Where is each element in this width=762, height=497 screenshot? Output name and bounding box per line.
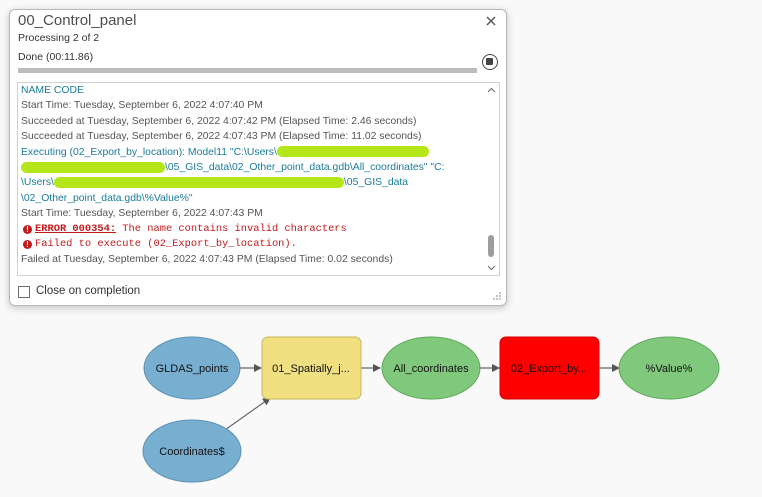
log-exec-text: \05_GIS_data\02_Other_point_data.gdb\All… — [165, 162, 445, 174]
error-icon: ! — [23, 224, 32, 234]
log-line: Succeeded at Tuesday, September 6, 2022 … — [21, 131, 422, 143]
node-value-label: %Value% — [646, 363, 693, 375]
log-line: Start Time: Tuesday, September 6, 2022 4… — [21, 208, 263, 220]
log-exec-text: \Users\ — [21, 177, 54, 189]
log-exec-line: Executing (02_Export_by_location): Model… — [21, 145, 483, 160]
progress-bar — [18, 68, 477, 73]
node-allcoords-label: All_coordinates — [393, 363, 469, 375]
error-message: Failed to execute (02_Export_by_location… — [35, 238, 297, 251]
node-spatial-label: 01_Spatially_j... — [272, 363, 350, 375]
log-line: Succeeded at Tuesday, September 6, 2022 … — [21, 115, 417, 127]
log-line: Start Time: Tuesday, September 6, 2022 4… — [21, 100, 263, 112]
node-coords-label: Coordinates$ — [159, 446, 224, 458]
progress-dialog: 00_Control_panel Processing 2 of 2 Done … — [9, 9, 507, 306]
node-value[interactable]: %Value% — [618, 336, 720, 400]
status-text: Done (00:11.86) — [18, 51, 94, 63]
error-line: !Failed to execute (02_Export_by_locatio… — [21, 237, 483, 252]
resize-grip-icon[interactable] — [492, 291, 502, 301]
error-message: The name contains invalid characters — [116, 222, 347, 235]
error-code-link[interactable]: ERROR 000354: — [35, 222, 117, 235]
scrollbar-thumb[interactable] — [488, 235, 494, 257]
progress-fill — [18, 68, 477, 73]
messages-panel[interactable]: NAME CODE Start Time: Tuesday, September… — [17, 82, 500, 276]
node-all-coordinates[interactable]: All_coordinates — [381, 336, 481, 400]
node-gldas-label: GLDAS_points — [156, 363, 229, 375]
error-icon: ! — [23, 240, 32, 250]
chevron-up-icon[interactable] — [487, 86, 496, 95]
processing-count: Processing 2 of 2 — [18, 32, 100, 44]
dialog-title: 00_Control_panel — [18, 12, 137, 29]
log-exec-line: \05_GIS_data\02_Other_point_data.gdb\All… — [21, 160, 483, 175]
vertical-scrollbar[interactable] — [484, 83, 499, 275]
node-gldas-points[interactable]: GLDAS_points — [143, 336, 241, 400]
redaction-mark — [53, 177, 344, 189]
log-exec-line: \02_Other_point_data.gdb\%Value%" — [21, 192, 193, 204]
stop-icon[interactable] — [482, 54, 498, 70]
redaction-mark — [21, 161, 165, 173]
connector-coords-to-spatial — [224, 397, 271, 431]
close-on-completion-label[interactable]: Close on completion — [36, 285, 141, 297]
node-export-label: 02_Export_by... — [511, 363, 587, 375]
log-exec-text: \05_GIS_data — [343, 177, 409, 189]
close-on-completion-checkbox[interactable] — [18, 286, 30, 298]
redaction-mark — [276, 146, 429, 158]
node-spatially-join[interactable]: 01_Spatially_j... — [261, 336, 362, 400]
chevron-down-icon[interactable] — [487, 263, 496, 272]
log-exec-text: Executing (02_Export_by_location): Model… — [21, 146, 277, 158]
log-header: NAME CODE — [21, 85, 84, 96]
error-line: !ERROR 000354: The name contains invalid… — [21, 222, 483, 237]
log-line: Failed at Tuesday, September 6, 2022 4:0… — [21, 254, 393, 266]
node-coordinates[interactable]: Coordinates$ — [142, 419, 242, 483]
close-icon[interactable] — [483, 13, 499, 29]
log-exec-line: \Users\ \05_GIS_data — [21, 175, 483, 190]
node-export-by-location[interactable]: 02_Export_by... — [499, 336, 600, 400]
